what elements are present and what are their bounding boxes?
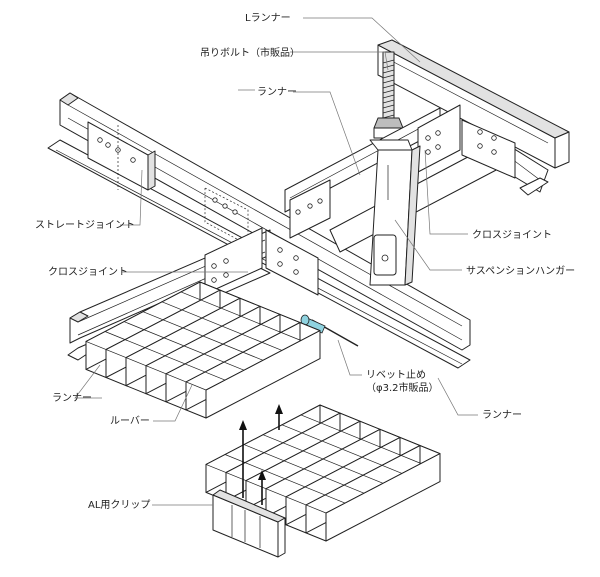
bolt-thread: [382, 104, 395, 109]
callout-labels: Lランナー 吊りボルト（市販品） ランナー ストレートジョイント クロスジョイン…: [35, 12, 575, 511]
l-runner: [377, 39, 570, 169]
bolt-thread: [382, 94, 395, 99]
bolt-thread: [382, 89, 395, 94]
label-suspension-hanger: サスペンションハンガー: [466, 265, 575, 277]
louver-edge: [105, 289, 221, 350]
louver-edge: [245, 420, 361, 481]
bolt-thread: [382, 79, 395, 84]
leader-lines: [74, 17, 478, 506]
louver-edge: [205, 404, 321, 465]
bolt-thread: [382, 99, 395, 104]
label-cross-joint-right: クロスジョイント: [472, 229, 552, 241]
label-cross-joint-left: クロスジョイント: [48, 266, 128, 278]
louver-edge: [165, 314, 281, 375]
bolt-thread: [382, 64, 395, 69]
rivet: [300, 314, 359, 347]
label-hanger-bolt: 吊りボルト（市販品）: [200, 46, 300, 59]
louver-edge: [185, 322, 301, 383]
cross-joint-right: [417, 104, 516, 179]
al-clip: [212, 489, 286, 558]
louver-upper: [85, 281, 321, 419]
label-straight-joint: ストレートジョイント: [35, 220, 135, 231]
label-runner-left: ランナー: [52, 392, 92, 404]
louver-edge: [205, 330, 321, 391]
label-runner-top: ランナー: [257, 86, 297, 98]
louver-edge: [125, 297, 241, 358]
label-runner-right: ランナー: [482, 409, 522, 421]
label-rivet-spec: （φ3.2市販品）: [366, 381, 439, 394]
louver-edge: [225, 412, 341, 473]
louver-edge: [265, 428, 381, 490]
bolt-thread: [382, 84, 395, 89]
bolt-thread: [382, 109, 395, 114]
label-rivet: リベット止め: [366, 369, 426, 381]
bolt-thread: [382, 59, 395, 64]
louver-edge: [305, 445, 421, 506]
assembly-arrows: [239, 404, 283, 505]
louver-lower: [205, 404, 441, 542]
cross-joint-left: [204, 227, 319, 296]
bolt-thread: [382, 74, 395, 79]
louver-edge: [285, 437, 401, 498]
louver-edge: [325, 453, 441, 514]
label-l-runner: Lランナー: [245, 12, 291, 24]
cross-joint-center: [204, 179, 331, 246]
louver-edge: [85, 281, 201, 342]
label-al-clip: AL用クリップ: [88, 499, 150, 511]
suspension-hanger: [369, 139, 421, 286]
label-louver: ルーバー: [110, 415, 150, 427]
louver-edge: [145, 305, 261, 367]
bolt-thread: [382, 69, 395, 74]
straight-joint: [87, 121, 156, 191]
